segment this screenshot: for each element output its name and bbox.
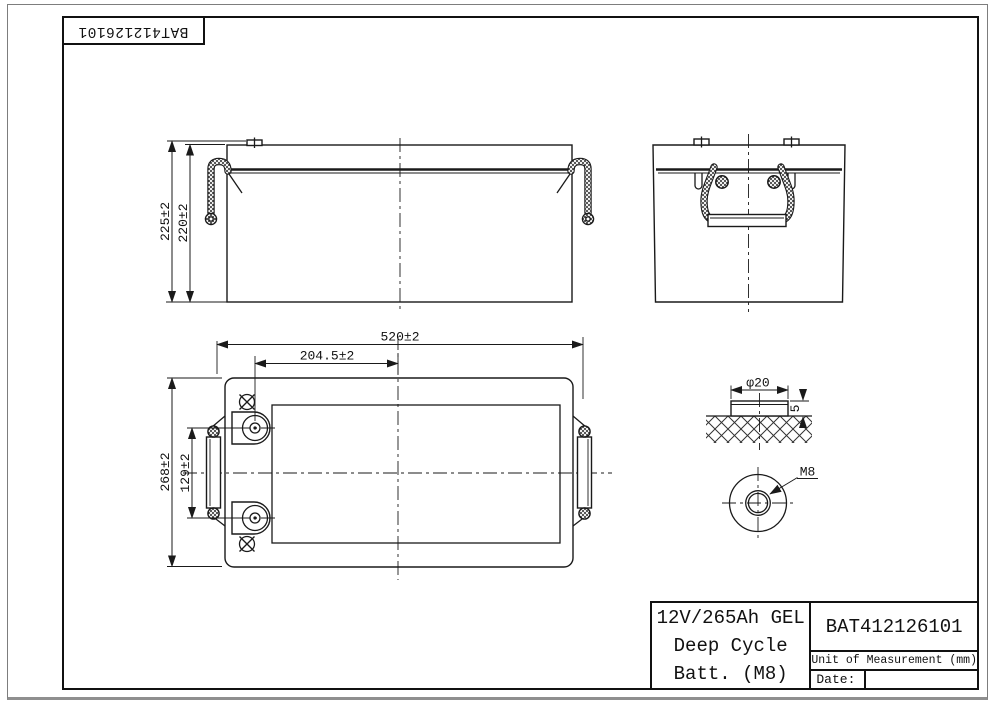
side-view (652, 134, 846, 312)
sheet-outer-border (7, 4, 988, 700)
part-number-cell: BAT412126101 (811, 603, 977, 652)
vent-cap (238, 535, 256, 553)
dim-front-total-height: 225±2 (158, 202, 173, 241)
product-line-3: Batt. (M8) (673, 662, 788, 685)
thread-detail: M8 (722, 465, 818, 540)
sheet-inner-frame (62, 16, 979, 690)
terminal-negative (231, 501, 276, 535)
dim-top-width: 268±2 (158, 452, 173, 491)
dim-terminal-offset: 204.5±2 (300, 349, 355, 364)
date-label: Date: (811, 671, 867, 688)
terminal-post-detail: φ20 5 (706, 376, 812, 450)
rope-grip-bar (707, 213, 787, 228)
product-description-cell: 12V/265Ah GEL Deep Cycle Batt. (M8) (652, 603, 812, 688)
title-block: 12V/265Ah GEL Deep Cycle Batt. (M8) BAT4… (650, 601, 979, 690)
front-left-rope-handle (204, 157, 243, 226)
dim-terminal-pitch: 129±2 (178, 453, 193, 492)
terminal-positive (231, 411, 276, 445)
vent-cap (238, 393, 256, 411)
dim-front-case-height: 220±2 (176, 203, 191, 242)
dim-post-height: 5 (788, 405, 803, 413)
label-thread-size: M8 (800, 465, 816, 480)
product-line-1: 12V/265Ah GEL (656, 606, 805, 629)
product-line-2: Deep Cycle (673, 634, 788, 657)
top-left-handle (205, 415, 226, 527)
unit-of-measurement-cell: Unit of Measurement (mm) (811, 652, 977, 671)
front-right-rope-handle (556, 157, 595, 226)
side-rope-handle (700, 163, 795, 228)
date-value-cell (866, 671, 977, 688)
label-area (271, 404, 561, 544)
top-right-handle (572, 415, 593, 527)
dim-post-diameter: φ20 (746, 376, 769, 391)
top-view: 520±2 204.5±2 268±2 129±2 (158, 330, 612, 580)
corner-part-number: BAT412126101 (78, 22, 189, 39)
corner-part-number-box: BAT412126101 (62, 16, 205, 45)
front-view: 225±2 220±2 (158, 137, 595, 310)
dim-top-length: 520±2 (380, 330, 419, 345)
